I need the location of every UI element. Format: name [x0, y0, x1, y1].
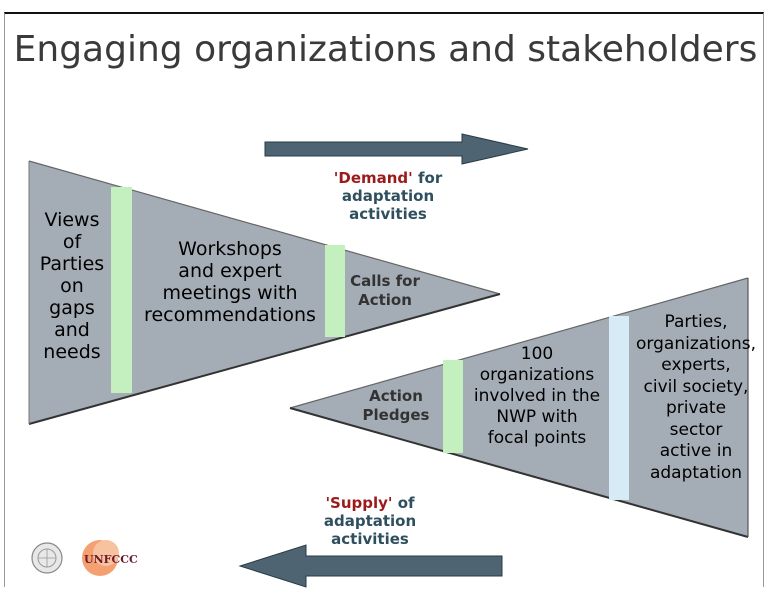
- demand-arrow: [264, 133, 529, 165]
- supply-line2: adaptation: [323, 512, 417, 530]
- title-text: Engaging organizations and stakeholders: [13, 29, 758, 70]
- green-divider-3: [443, 360, 463, 453]
- demand-line2: adaptation: [341, 187, 435, 205]
- demand-triangle: [28, 160, 501, 425]
- calls-for-action-label: Calls for Action: [350, 272, 420, 309]
- supply-triangle: [289, 277, 749, 538]
- demand-caption: 'Demand' for adaptation activities: [318, 169, 458, 223]
- slide-title: Engaging organizations and stakeholders: [0, 28, 771, 72]
- demand-keyword: 'Demand': [333, 169, 413, 187]
- action-pledges-label: Action Pledges: [362, 387, 430, 424]
- svg-text:UNFCCC: UNFCCC: [84, 553, 138, 566]
- green-divider-2: [325, 245, 345, 337]
- parties-label: Parties, organizations, experts, civil s…: [636, 312, 756, 483]
- supply-caption: 'Supply' of adaptation activities: [300, 494, 440, 548]
- organizations-label: 100 organizations involved in the NWP wi…: [473, 344, 601, 448]
- supply-line3: activities: [331, 530, 409, 548]
- views-label: Views of Parties on gaps and needs: [39, 209, 105, 363]
- demand-line3: activities: [349, 205, 427, 223]
- blue-divider: [609, 316, 629, 500]
- supply-keyword: 'Supply': [325, 494, 393, 512]
- green-divider-1: [111, 187, 132, 393]
- supply-arrow: [238, 544, 503, 588]
- workshops-label: Workshops and expert meetings with recom…: [144, 238, 316, 326]
- unfccc-logo: UNFCCC: [82, 540, 138, 576]
- demand-rest: for: [412, 169, 443, 187]
- un-logo: [31, 542, 63, 574]
- supply-rest: of: [392, 494, 415, 512]
